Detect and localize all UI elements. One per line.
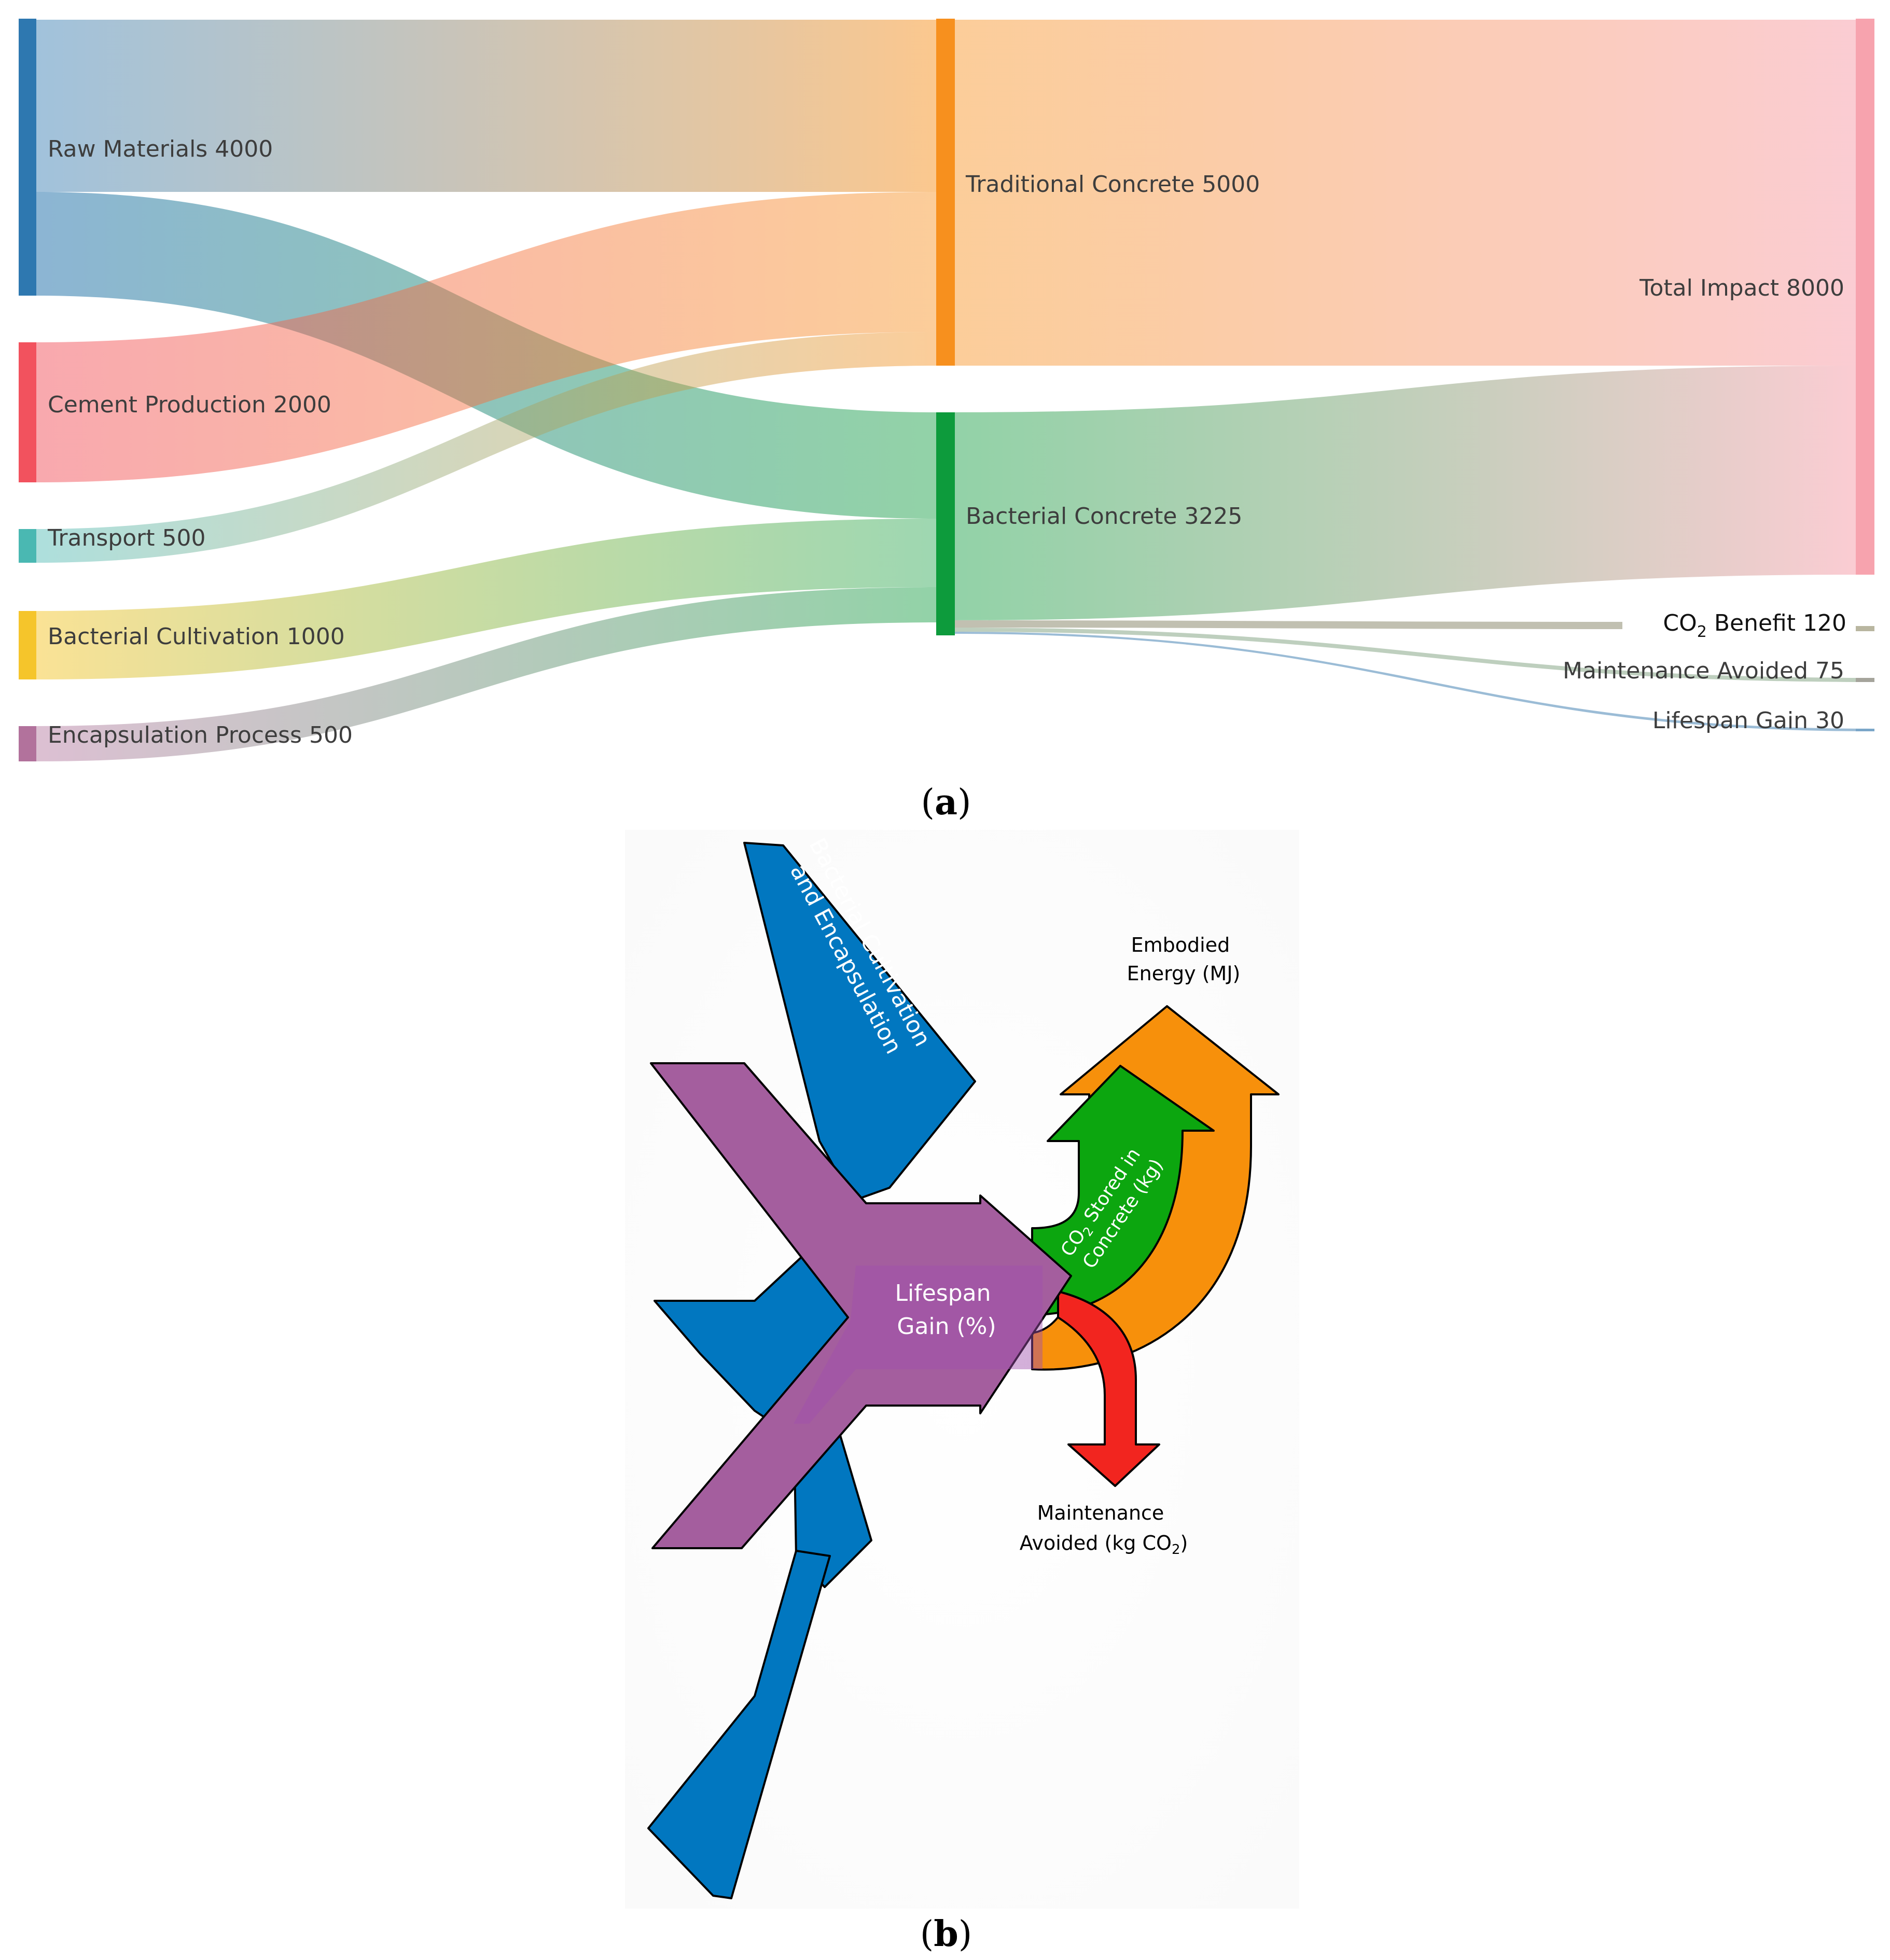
node-total-impact (1856, 19, 1874, 575)
label-lifespan-gain: Lifespan Gain 30 (1652, 707, 1844, 734)
link-bacterial-concrete-to-total-impact (953, 366, 1856, 620)
purple-arrow-lifespan-gain (650, 1062, 1072, 1549)
node-lifespan-gain (1856, 729, 1874, 731)
label-transport: Transport 500 (47, 525, 205, 551)
label-maintenance-avoided: Maintenance Avoided 75 (1563, 658, 1844, 684)
link-encapsulation-process-to-bacterial-concrete (36, 587, 936, 761)
node-co2-benefit (1856, 626, 1874, 631)
node-encapsulation-process (19, 726, 36, 761)
sankey-labels: Raw Materials 4000 Cement Production 200… (47, 136, 1846, 748)
link-cement-production-to-traditional-concrete (36, 192, 936, 482)
sankey-nodes (19, 19, 1874, 761)
label-bacterial-concrete: Bacterial Concrete 3225 (966, 503, 1242, 530)
label-bacterial-cultivation: Bacterial Cultivation 1000 (48, 623, 345, 650)
label-embodied-energy: Embodied Energy (MJ) (1127, 934, 1241, 985)
node-bacterial-concrete (936, 412, 955, 635)
node-transport (19, 529, 36, 563)
link-bacterial-concrete-to-maintenance-avoided (953, 628, 1874, 682)
label-traditional-concrete: Traditional Concrete 5000 (965, 171, 1260, 198)
node-bacterial-cultivation (19, 611, 36, 679)
label-raw-materials: Raw Materials 4000 (48, 136, 273, 162)
blue-bottom-wedge (647, 1550, 831, 1899)
label-encapsulation-process: Encapsulation Process 500 (48, 722, 353, 748)
sankey-links (36, 20, 1874, 761)
link-bacterial-concrete-to-co2-benefit (953, 620, 1622, 629)
sankey-panel-a: Raw Materials 4000 Cement Production 200… (19, 19, 1874, 823)
caption-a: (a) (921, 782, 971, 823)
link-transport-to-traditional-concrete (36, 332, 936, 563)
node-maintenance-avoided (1856, 678, 1874, 682)
label-total-impact: Total Impact 8000 (1639, 275, 1844, 301)
purple-arrow-inner-band (794, 1266, 1043, 1424)
node-cement-production (19, 342, 36, 482)
link-traditional-concrete-to-total-impact (953, 20, 1856, 366)
green-arrow-co2-stored (1031, 1065, 1215, 1316)
label-cement-production: Cement Production 2000 (48, 392, 331, 418)
node-raw-materials (19, 19, 36, 296)
link-raw-materials-to-traditional-concrete (36, 20, 936, 192)
node-traditional-concrete (936, 19, 955, 366)
red-arrow-maintenance-avoided (1057, 1290, 1160, 1487)
blue-upper-wedge (743, 842, 976, 1202)
label-co2-benefit: CO2 Benefit 120 (1663, 610, 1846, 641)
arrow-diagram-panel-b: Bacterial Cultivation and Encapsulation … (625, 830, 1299, 1955)
label-maintenance-avoided-b: Maintenance Avoided (kg CO2) (1020, 1502, 1188, 1558)
label-lifespan-gain-b: Lifespan Gain (%) (895, 1280, 998, 1340)
link-bacterial-cultivation-to-bacterial-concrete (36, 519, 936, 679)
caption-b: (b) (920, 1913, 972, 1955)
